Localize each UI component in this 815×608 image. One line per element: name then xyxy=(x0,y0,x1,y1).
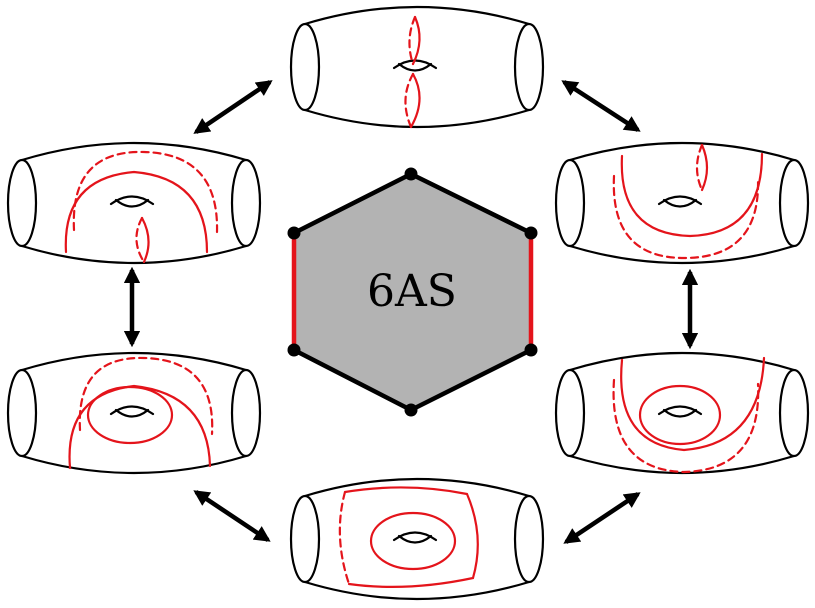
surface-upper-left xyxy=(6,141,262,265)
hexagon-edge-top-right xyxy=(408,171,534,236)
surface-bottom xyxy=(289,477,545,601)
hexagon-label: 6AS xyxy=(367,266,457,317)
surface-upper-right xyxy=(554,141,810,265)
hexagon-vertex xyxy=(404,403,418,417)
arrow-top-upper-left xyxy=(193,80,273,134)
hexagon-edge-bottom-left xyxy=(291,347,414,413)
central-hexagon: 6AS xyxy=(287,167,538,417)
surface-top xyxy=(289,5,545,129)
hexagon-vertex xyxy=(287,226,301,240)
hexagon-edge-bottom-right xyxy=(408,347,534,413)
surface-lower-left xyxy=(6,351,262,475)
surface-lower-right xyxy=(554,351,810,475)
hexagon-vertex xyxy=(287,343,301,357)
hexagon-vertex xyxy=(524,343,538,357)
transition-arrows xyxy=(123,80,699,544)
arrow-top-upper-right xyxy=(561,80,641,132)
hexagon-vertex xyxy=(404,167,418,181)
hexagon-vertex xyxy=(524,226,538,240)
arrow-lower-right-bottom xyxy=(563,492,641,544)
hexagon-face xyxy=(294,174,531,410)
hexagon-edge-top-left xyxy=(291,171,414,236)
arrow-lower-left-bottom xyxy=(193,490,271,542)
